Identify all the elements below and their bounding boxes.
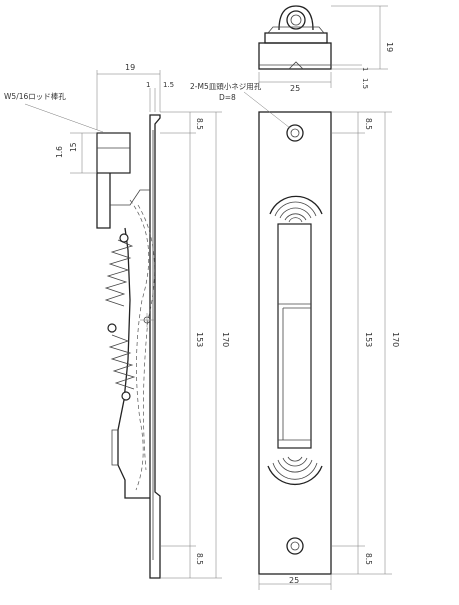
side-view-rod-housing [96, 132, 131, 174]
front-view-bottom-pitch-dim: 8.5 [364, 553, 373, 565]
screw-hole-leader [243, 91, 291, 129]
side-view-total-dim: 170 [221, 332, 230, 347]
side-view-pin-c [121, 391, 131, 401]
top-view-rod-hole-inner [290, 14, 302, 26]
front-view-screw-hole-bottom-inner [290, 541, 300, 551]
front-view-screw-hole-top [286, 124, 304, 142]
side-view-body [117, 227, 150, 499]
front-view: 2-M5皿頭小ネジ用孔 D=8 8.5 153 170 8.5 25 [190, 82, 400, 590]
rod-hole-label: W5/16ロッド棒孔 [4, 91, 66, 101]
top-view-height-dim: 19 [385, 42, 394, 52]
side-view-middle-dim: 153 [195, 332, 204, 347]
top-view-width-dim: 25 [290, 84, 300, 93]
side-view-hidden-line [129, 199, 150, 491]
front-view-middle-dim: 153 [364, 332, 373, 347]
top-view-hook [278, 5, 314, 31]
front-view-screw-hole-top-inner [290, 128, 300, 138]
side-view-rod-bottom-dim: 1.6 [55, 146, 64, 158]
side-view-step-dim: 1 [146, 81, 150, 89]
top-view-latch [288, 61, 304, 70]
side-view-pin-a [119, 233, 129, 243]
top-view-plate-dim-b: 1.5 [361, 78, 369, 89]
side-view-rod-top-dim: 15 [69, 142, 78, 152]
front-view-lever [277, 223, 312, 449]
rod-hole-leader [24, 103, 104, 133]
side-view-pin-b [107, 323, 117, 333]
front-view-total-dim: 170 [391, 332, 400, 347]
screw-depth-label: D=8 [219, 93, 236, 102]
top-view-rod-hole [286, 10, 306, 30]
side-view-spring-lower [108, 334, 136, 390]
front-view-plate [258, 111, 332, 575]
side-view-spring-upper [104, 239, 134, 307]
front-view-recess-bottom [267, 465, 323, 486]
top-view-housing [264, 32, 328, 44]
side-view-plate-dim: 1.5 [163, 81, 174, 89]
top-view-bevel [267, 26, 325, 34]
screw-hole-label: 2-M5皿頭小ネジ用孔 [190, 82, 262, 91]
top-view-plate-dim-a: 1 [361, 67, 369, 71]
side-view-top-pitch-dim: 8.5 [195, 118, 204, 130]
front-view-width-dim: 25 [289, 576, 299, 585]
front-view-top-pitch-dim: 8.5 [364, 118, 373, 130]
side-view: W5/16ロッド棒孔 19 1 1.5 15 1.6 8.5 153 170 8… [4, 63, 230, 579]
top-view-body [258, 42, 332, 70]
side-view-bottom-pitch-dim: 8.5 [195, 553, 204, 565]
side-view-rod-stem [96, 173, 111, 229]
side-view-width-dim: 19 [125, 63, 135, 72]
side-view-plate [149, 114, 161, 579]
top-view: 19 1 1.5 25 [258, 5, 394, 93]
front-view-recess-top [269, 195, 323, 215]
front-view-screw-hole-bottom [286, 537, 304, 555]
